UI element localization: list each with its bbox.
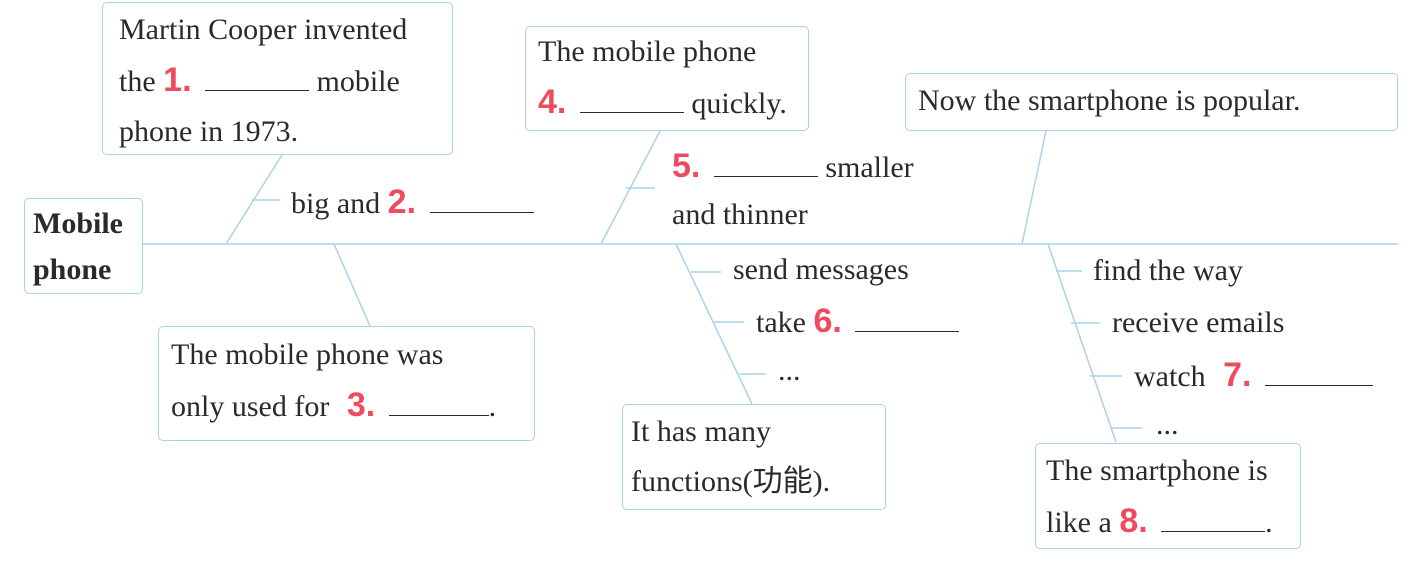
box-smartphone-like: The smartphone is like a 8. . — [1035, 443, 1301, 549]
box-func-line1: It has many — [631, 415, 771, 448]
answer-blank-1[interactable] — [205, 62, 310, 91]
box-only-used-for: The mobile phone was only used for 3. . — [158, 326, 535, 441]
blank-number-7: 7. — [1223, 356, 1252, 394]
bone-lower-smart — [1047, 243, 1117, 443]
box1-line2: the 1. mobile — [119, 55, 436, 107]
branch-big-and: big and 2. — [291, 177, 534, 229]
item-dots-right: ... — [1156, 408, 1179, 441]
answer-blank-8[interactable] — [1161, 503, 1266, 532]
blank-number-6: 6. — [813, 302, 842, 340]
box1-line2-post: mobile — [316, 65, 400, 98]
blank-number-5: 5. — [672, 147, 701, 185]
center-box: Mobile phone — [24, 198, 143, 294]
item-watch: watch 7. — [1134, 350, 1373, 402]
branch2-pre: big and — [291, 187, 381, 220]
box4-line2: 4. quickly. — [538, 77, 796, 129]
box1-line2-pre: the — [119, 65, 156, 98]
box8-line2-post: . — [1265, 506, 1273, 539]
answer-blank-7[interactable] — [1265, 357, 1373, 386]
box4-line2-post: quickly. — [691, 87, 787, 120]
blank-number-1: 1. — [163, 61, 192, 99]
item-find-the-way: find the way — [1093, 254, 1243, 287]
center-line1: Mobile — [33, 207, 123, 240]
branch5-post: smaller — [825, 151, 914, 184]
box4-line1: The mobile phone — [538, 35, 757, 68]
blank-number-8: 8. — [1119, 502, 1148, 540]
box-func-line2: functions(功能). — [631, 465, 831, 498]
box-quickly: The mobile phone 4. quickly. — [525, 26, 809, 131]
blank-number-4: 4. — [538, 83, 567, 121]
item-dots-left: ... — [778, 354, 801, 387]
watch-label: watch — [1134, 360, 1206, 393]
answer-blank-3[interactable] — [388, 387, 489, 416]
box3-line2: only used for 3. . — [171, 380, 522, 432]
answer-blank-6[interactable] — [855, 303, 960, 332]
branch-thinner: and thinner — [672, 198, 808, 231]
bone-upper-now — [1021, 130, 1047, 245]
box8-line1: The smartphone is — [1046, 454, 1268, 487]
bone-lower-functions — [675, 243, 753, 405]
box1-line3: phone in 1973. — [119, 115, 299, 148]
box3-line2-post: . — [488, 390, 497, 423]
box8-line2: like a 8. . — [1046, 496, 1290, 548]
center-line2: phone — [33, 253, 112, 286]
box-invented: Martin Cooper invented the 1. mobile pho… — [102, 2, 453, 155]
blank-number-3: 3. — [346, 386, 376, 424]
answer-blank-4[interactable] — [579, 84, 684, 113]
answer-blank-5[interactable] — [713, 148, 818, 177]
box3-line1: The mobile phone was — [171, 338, 444, 371]
take-label: take — [756, 306, 806, 339]
box1-line1: Martin Cooper invented — [119, 13, 408, 46]
box8-line2-pre: like a — [1046, 506, 1112, 539]
item-take: take 6. — [756, 296, 960, 348]
answer-blank-2[interactable] — [429, 184, 534, 213]
box3-line2-pre: only used for — [171, 390, 330, 423]
item-send-messages: send messages — [733, 253, 909, 286]
branch-smaller: 5. smaller — [672, 141, 914, 193]
bone-lower-3 — [333, 243, 371, 327]
box-many-functions: It has many functions(功能). — [622, 404, 886, 510]
box-now-text: Now the smartphone is popular. — [918, 84, 1301, 117]
item-receive-emails: receive emails — [1112, 306, 1285, 339]
box-smartphone-popular: Now the smartphone is popular. — [905, 73, 1398, 131]
blank-number-2: 2. — [387, 183, 417, 221]
